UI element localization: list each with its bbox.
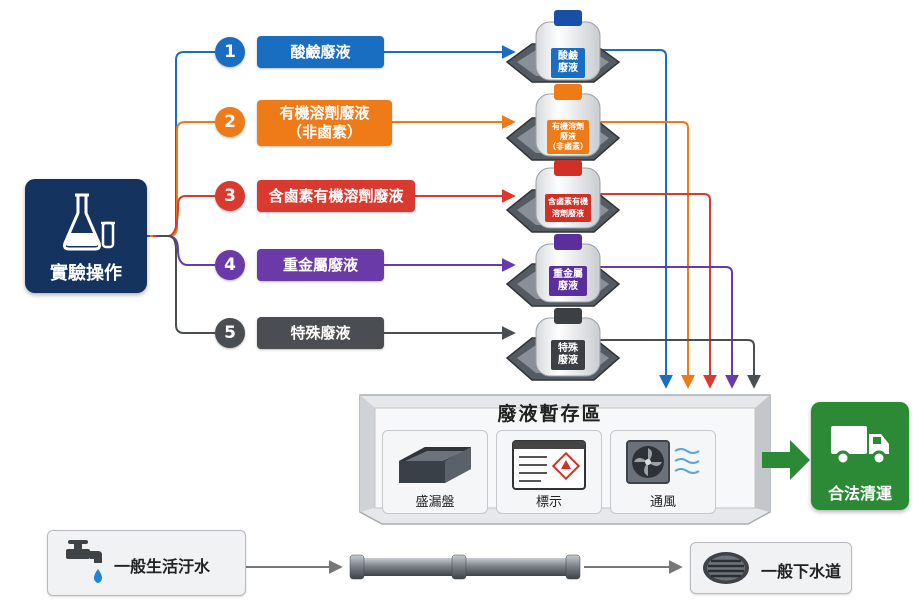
sewer-label: 一般下水道 bbox=[761, 562, 842, 581]
step-3-badge: 3 bbox=[215, 181, 245, 211]
step-1-badge: 1 bbox=[215, 37, 245, 67]
lab-operation-box: 實驗操作 bbox=[25, 179, 147, 293]
jar-1-label: 酸鹼 廢液 bbox=[551, 48, 585, 78]
legal-disposal-label: 合法清運 bbox=[827, 484, 892, 503]
legal-disposal-box: 合法清運 bbox=[811, 402, 909, 510]
to-disposal-arrow bbox=[762, 440, 810, 480]
halogenated-solvent-waste-text: 含鹵素有機溶劑廢液 bbox=[268, 186, 404, 205]
organic-solvent-waste-text: 有機溶劑廢液 bbox=[279, 104, 370, 122]
ventilation-fan-icon bbox=[626, 440, 700, 484]
domestic-wastewater-label: 一般生活汙水 bbox=[114, 557, 211, 576]
truck-icon bbox=[831, 426, 889, 466]
step-5-badge: 5 bbox=[215, 318, 245, 348]
heavy-metal-waste-label: 重金屬廢液 bbox=[257, 249, 384, 281]
label-sign-label: 標示 bbox=[535, 495, 562, 510]
sewer-box: 一般下水道 bbox=[690, 542, 852, 594]
jar-3-label: 含鹵素有機 溶劑廢液 bbox=[545, 194, 591, 222]
jar-2-label: 有機溶劑 廢液 （非鹵素） bbox=[547, 120, 589, 154]
heavy-metal-waste-text: 重金屬廢液 bbox=[282, 255, 358, 274]
storage-item-ventilation: 通風 bbox=[610, 430, 716, 514]
storage-item-drip-tray: 盛漏盤 bbox=[382, 430, 488, 514]
special-waste-text: 特殊廢液 bbox=[290, 323, 351, 342]
halogenated-solvent-waste-label: 含鹵素有機溶劑廢液 bbox=[257, 180, 415, 212]
jar-5-label: 特殊 廢液 bbox=[551, 340, 585, 370]
drip-tray-label: 盛漏盤 bbox=[415, 495, 455, 510]
hazard-label-icon bbox=[512, 440, 586, 490]
pipe-icon bbox=[349, 554, 581, 580]
step-4-badge: 4 bbox=[215, 250, 245, 280]
flask-icon bbox=[63, 193, 115, 251]
domestic-wastewater-box: 一般生活汙水 bbox=[47, 530, 246, 596]
drip-tray-icon bbox=[399, 447, 471, 483]
lab-operation-label: 實驗操作 bbox=[50, 263, 122, 284]
jar-4-label: 重金屬 廢液 bbox=[549, 266, 587, 296]
drain-icon bbox=[703, 552, 749, 584]
storage-item-label-sign: 標示 bbox=[496, 430, 602, 514]
non-halogen-subtext: （非鹵素） bbox=[286, 123, 362, 141]
organic-solvent-waste-label: 有機溶劑廢液 （非鹵素） bbox=[257, 100, 392, 146]
special-waste-label: 特殊廢液 bbox=[257, 317, 384, 349]
faucet-icon bbox=[66, 540, 102, 583]
step-2-badge: 2 bbox=[215, 107, 245, 137]
storage-area-title: 廢液暫存區 bbox=[497, 403, 603, 425]
ventilation-label: 通風 bbox=[649, 495, 676, 510]
acid-base-waste-text: 酸鹼廢液 bbox=[290, 42, 351, 61]
acid-base-waste-label: 酸鹼廢液 bbox=[257, 36, 384, 68]
